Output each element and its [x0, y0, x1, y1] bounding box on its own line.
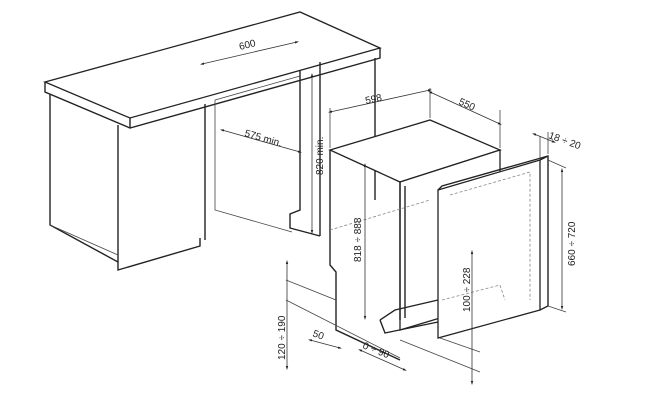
- label-panel-thickness: 18 ÷ 20: [547, 130, 582, 152]
- label-appliance-width: 598: [364, 93, 383, 107]
- kitchen-cabinet: [43, 11, 382, 271]
- label-plinth-gap: 100 ÷ 228: [462, 267, 473, 312]
- label-niche-height: 820 min.: [315, 137, 326, 175]
- label-niche-depth: 575 min.: [243, 128, 283, 149]
- label-plinth-height: 120 ÷ 190: [277, 315, 288, 360]
- door-panel: [437, 155, 549, 339]
- label-panel-height: 660 ÷ 720: [567, 221, 578, 266]
- label-niche-width: 600: [238, 38, 257, 53]
- label-appliance-height: 818 ÷ 888: [353, 217, 364, 262]
- label-plinth-depth: 50: [311, 328, 326, 342]
- dimension-lines: [200, 41, 564, 385]
- label-foot-offset: 0 ÷ 90: [361, 341, 391, 362]
- label-appliance-depth: 550: [457, 97, 477, 114]
